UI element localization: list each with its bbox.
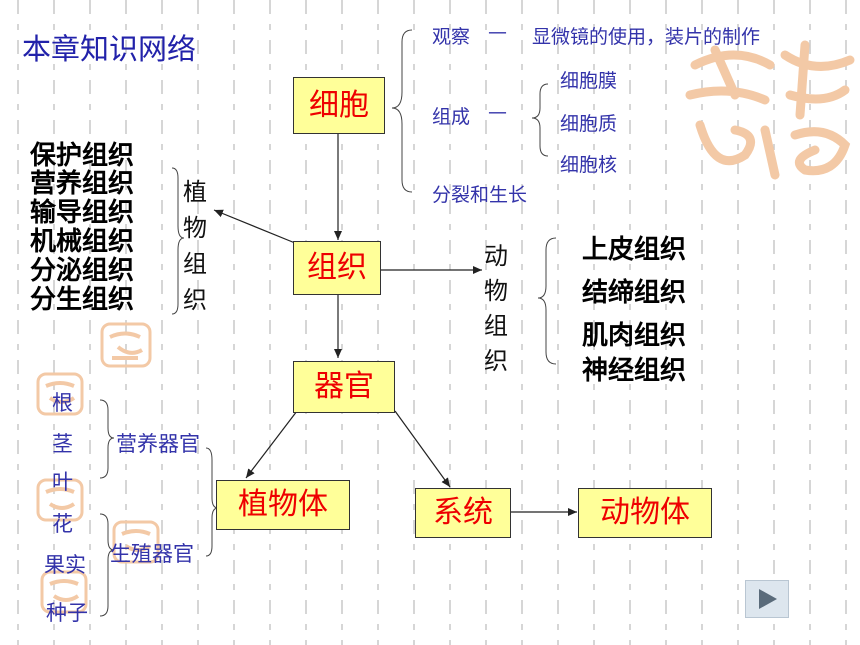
seal-stamp-small xyxy=(100,322,152,368)
observe-dash: — xyxy=(488,21,507,43)
tissue-box: 组织 xyxy=(293,241,381,295)
compose-label: 组成 xyxy=(432,106,471,128)
seal-stamp-small xyxy=(112,520,160,564)
cell-part-cytoplasm: 细胞质 xyxy=(560,113,618,135)
play-triangle-icon xyxy=(759,589,777,609)
animal-tissue-item: 肌肉组织 xyxy=(582,321,687,351)
animal-body-box: 动物体 xyxy=(578,488,712,538)
organ-box: 器官 xyxy=(293,361,395,413)
plant-tissue-item: 营养组织 xyxy=(30,169,135,199)
plant-tissue-item: 分泌组织 xyxy=(30,256,135,286)
animal-tissue-label-char: 物 xyxy=(484,277,508,305)
organ-stem: 茎 xyxy=(52,432,73,456)
brace-compose xyxy=(531,83,549,157)
page-title: 本章知识网络 xyxy=(22,32,197,66)
animal-tissue-label-char: 组 xyxy=(484,312,508,340)
animal-tissue-item: 上皮组织 xyxy=(582,235,687,265)
vegetative-organs-label: 营养器官 xyxy=(116,432,200,456)
plant-tissue-item: 机械组织 xyxy=(30,227,135,257)
plant-body-box: 植物体 xyxy=(216,480,350,530)
organ-flower: 花 xyxy=(52,512,73,536)
plant-tissue-item: 分生组织 xyxy=(30,285,135,315)
plant-tissue-label-char: 组 xyxy=(183,250,207,278)
organ-fruit: 果实 xyxy=(44,553,86,577)
seal-stamp-small xyxy=(36,478,84,522)
seal-stamp-large xyxy=(685,40,855,180)
plant-tissue-label-char: 织 xyxy=(183,286,207,314)
plant-tissue-item: 保护组织 xyxy=(30,141,135,171)
animal-tissue-item: 神经组织 xyxy=(582,356,687,386)
cell-part-nucleus: 细胞核 xyxy=(560,154,618,176)
brace-reproductive xyxy=(99,513,115,617)
organ-root: 根 xyxy=(52,391,73,415)
organ-seed: 种子 xyxy=(46,601,88,625)
seal-stamp-small xyxy=(40,570,88,614)
arrow-tissue-to-plant-tissue xyxy=(213,209,296,244)
brace-vegetative xyxy=(99,399,115,479)
cell-box: 细胞 xyxy=(293,77,385,134)
arrow-organ-to-system xyxy=(394,410,451,488)
plant-tissue-item: 输导组织 xyxy=(30,198,135,228)
plant-tissue-label-char: 物 xyxy=(183,214,207,242)
animal-tissue-item: 结缔组织 xyxy=(582,278,687,308)
seal-stamp-small xyxy=(36,372,84,416)
next-slide-button[interactable] xyxy=(745,580,789,618)
observe-label: 观察 xyxy=(432,26,471,48)
animal-tissue-label-char: 织 xyxy=(484,347,508,375)
cell-part-membrane: 细胞膜 xyxy=(560,70,618,92)
divide-label: 分裂和生长 xyxy=(432,184,528,206)
compose-dash: — xyxy=(488,101,507,123)
plant-tissue-label-char: 植 xyxy=(183,178,207,206)
brace-cell xyxy=(391,29,413,193)
brace-animal-tissue xyxy=(537,237,557,365)
organ-leaf: 叶 xyxy=(52,470,73,494)
animal-tissue-label-char: 动 xyxy=(484,242,508,270)
observe-detail: 显微镜的使用，装片的制作 xyxy=(532,26,761,48)
brace-plant-tissue xyxy=(171,167,185,315)
system-box: 系统 xyxy=(415,488,511,538)
arrow-organ-to-plant-body xyxy=(245,410,298,479)
reproductive-organs-label: 生殖器官 xyxy=(110,542,194,566)
